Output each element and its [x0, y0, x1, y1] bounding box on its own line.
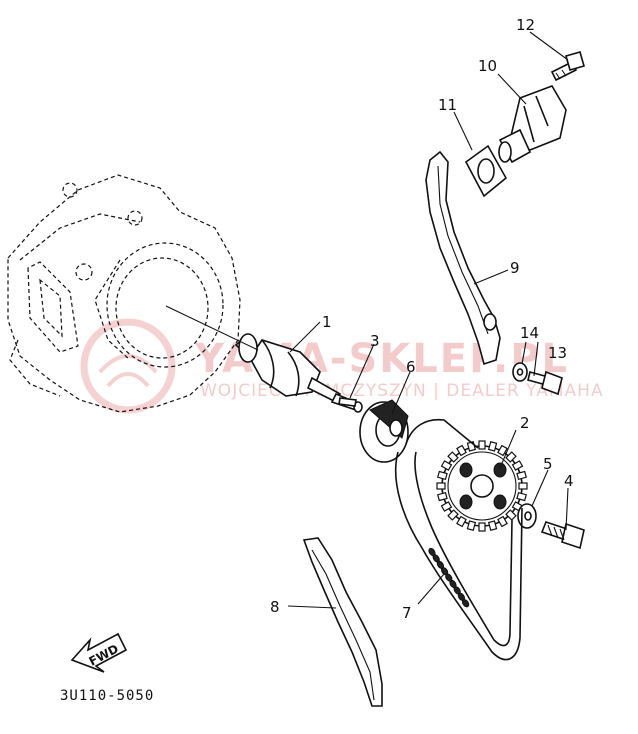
sprocket-tooth	[466, 520, 477, 531]
sprocket-tooth	[487, 520, 498, 531]
sprocket-tooth	[516, 491, 527, 502]
sprocket-tooth	[478, 522, 486, 532]
guide-washer	[512, 362, 528, 382]
tensioner-guide	[425, 150, 501, 366]
gasket	[464, 144, 508, 198]
sprocket-tooth	[505, 509, 517, 521]
sprocket-tooth	[511, 460, 524, 471]
chain-guide	[302, 537, 383, 707]
sprocket-tooth	[440, 501, 453, 512]
callouts: 1 2 3 4 5 6 7 8 9 10 11 12 13 14	[270, 16, 574, 622]
tensioner-bolt	[550, 51, 585, 82]
callout-8: 8	[270, 598, 280, 616]
callout-11: 11	[438, 96, 457, 114]
callout-3: 3	[370, 332, 380, 350]
leader-lines	[165, 31, 569, 609]
cam-sprocket	[436, 440, 528, 532]
callout-4: 4	[564, 472, 574, 490]
sprocket-tooth	[456, 444, 467, 457]
watermark-logo	[80, 318, 176, 414]
cam-chain	[394, 418, 523, 661]
tensioner-assembly	[498, 85, 567, 164]
sprocket-tooth	[436, 482, 446, 490]
washer	[517, 503, 537, 529]
sprocket-tooth	[447, 451, 459, 463]
callout-14: 14	[520, 324, 539, 342]
diagram-code: 3U110-5050	[60, 688, 154, 704]
sprocket-tooth	[518, 482, 528, 490]
callout-13: 13	[548, 344, 567, 362]
pin	[338, 397, 357, 407]
sprocket-tooth	[440, 460, 453, 471]
sprocket-tooth	[505, 451, 517, 463]
sprocket-tooth	[497, 515, 508, 528]
callout-10: 10	[478, 57, 497, 75]
sprocket-tooth	[456, 515, 467, 528]
callout-1: 1	[322, 313, 332, 331]
sprocket-tooth	[497, 444, 508, 457]
sprocket-tooth	[447, 509, 459, 521]
callout-5: 5	[543, 455, 553, 473]
fwd-arrow: FWD	[70, 632, 128, 673]
chain-link	[461, 599, 470, 608]
sprocket-tooth	[487, 441, 498, 452]
sprocket-tooth	[478, 440, 486, 450]
sprocket-tooth	[437, 491, 448, 502]
sprocket-tooth	[437, 470, 448, 481]
callout-2: 2	[520, 414, 530, 432]
sprocket-tooth	[516, 470, 527, 481]
callout-9: 9	[510, 259, 520, 277]
decompressor-weight	[359, 399, 409, 463]
bolt	[540, 521, 585, 550]
callout-7: 7	[402, 604, 412, 622]
callout-6: 6	[406, 358, 416, 376]
callout-12: 12	[516, 16, 535, 34]
